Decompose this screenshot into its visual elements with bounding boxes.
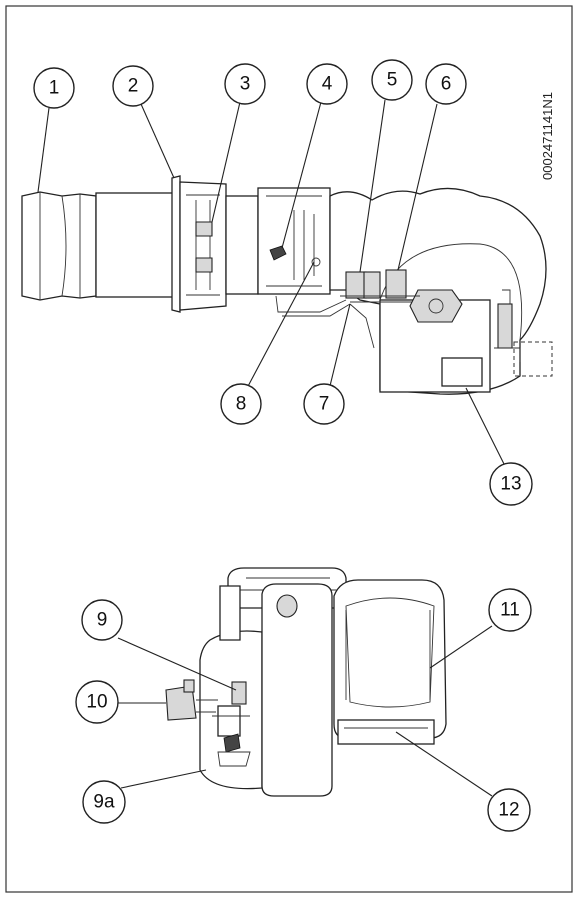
svg-text:8: 8: [236, 394, 247, 415]
svg-text:11: 11: [500, 600, 520, 621]
callout-3: 3: [224, 63, 266, 105]
leader-lines: [37, 99, 506, 797]
svg-text:3: 3: [240, 74, 251, 95]
svg-text:6: 6: [441, 74, 452, 95]
flange-cone: [179, 181, 227, 311]
filter-9a: [212, 715, 251, 767]
callout-1: 1: [33, 67, 75, 109]
svg-text:2: 2: [128, 76, 139, 97]
callout-6: 6: [425, 63, 467, 105]
svg-text:12: 12: [498, 800, 519, 821]
control-box-hood: [333, 579, 447, 739]
blast-tube-head: [21, 191, 97, 301]
diagram-frame: [5, 5, 573, 893]
pump-10: [165, 685, 197, 721]
callout-13: 13: [489, 462, 533, 506]
svg-text:13: 13: [500, 474, 521, 495]
burner-side-view: [21, 175, 553, 395]
valve-9: [231, 681, 247, 705]
callout-2: 2: [112, 65, 154, 107]
callout-5: 5: [371, 59, 413, 101]
callout-7: 7: [303, 383, 345, 425]
optional-accessory-outline: [513, 341, 553, 377]
central-body: [261, 583, 333, 797]
base-rail: [337, 719, 435, 745]
blast-tube: [95, 192, 177, 298]
svg-text:1: 1: [49, 78, 60, 99]
oil-pump: [409, 289, 463, 323]
callout-12: 12: [487, 788, 531, 832]
drawing-code: 0002471141N1: [540, 92, 555, 180]
burner-front-view: [165, 567, 447, 797]
mounting-flange: [171, 175, 181, 313]
terminal-box: [441, 357, 483, 387]
svg-text:5: 5: [387, 70, 398, 91]
svg-text:9a: 9a: [93, 792, 115, 813]
callout-9: 9: [81, 599, 123, 641]
callout-9a: 9a: [82, 780, 126, 824]
solenoid-valve-2: [385, 269, 407, 299]
callout-10: 10: [75, 680, 119, 724]
svg-text:4: 4: [322, 74, 333, 95]
svg-text:7: 7: [319, 394, 330, 415]
svg-text:9: 9: [97, 610, 108, 631]
solenoid-valve-1: [345, 271, 367, 299]
callout-8: 8: [220, 383, 262, 425]
svg-text:10: 10: [86, 692, 107, 713]
photocell-icon: [269, 245, 287, 261]
sight-glass: [276, 594, 298, 618]
callout-11: 11: [488, 588, 532, 632]
callout-4: 4: [306, 63, 348, 105]
oil-lines: [275, 295, 351, 317]
